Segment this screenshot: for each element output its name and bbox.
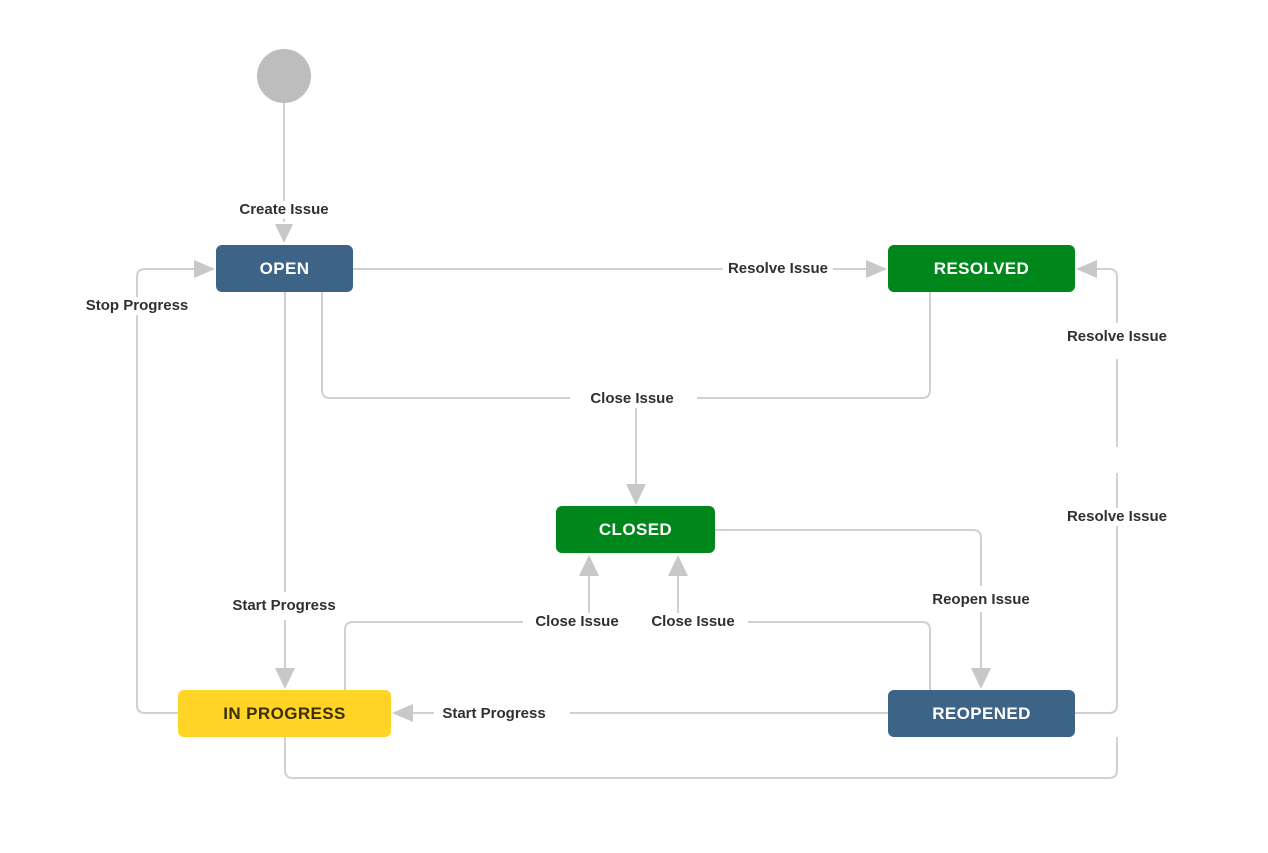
state-node-resolved-label: RESOLVED <box>933 258 1030 278</box>
state-node-open-label: OPEN <box>259 258 310 278</box>
state-node-in-progress[interactable]: IN PROGRESS <box>178 690 391 737</box>
edge-label-resolve-issue-reopened: Resolve Issue <box>1061 328 1173 346</box>
edge-label-reopen-issue: Reopen Issue <box>927 591 1035 609</box>
edge-reopen-issue[interactable] <box>715 529 982 668</box>
edge-label-stop-progress: Stop Progress <box>80 297 194 315</box>
arrowhead-start-progress-open <box>275 668 295 689</box>
edge-stop-progress[interactable] <box>136 268 194 714</box>
edge-resolve-issue-bottom-rail[interactable] <box>284 737 1118 779</box>
edge-label-close-issue-reopened: Close Issue <box>646 613 740 631</box>
edge-label-open-resolve-issue: Resolve Issue <box>722 260 834 278</box>
state-node-open[interactable]: OPEN <box>216 245 353 292</box>
edge-resolve-issue-right-rail[interactable] <box>1075 268 1118 714</box>
start-circle[interactable] <box>257 49 311 103</box>
edge-label-start-progress-reopened: Start Progress <box>437 705 551 723</box>
arrowhead-close-issue-bus <box>626 484 646 505</box>
arrowhead-open-resolve-issue <box>866 260 887 278</box>
arrowhead-close-issue-reopened <box>668 555 688 576</box>
edge-close-issue-reopened[interactable] <box>748 621 931 690</box>
arrowhead-reopen-issue <box>971 668 991 689</box>
edge-close-issue-inprogress[interactable] <box>344 621 523 690</box>
state-node-resolved[interactable]: RESOLVED <box>888 245 1075 292</box>
arrowhead-create-issue <box>275 224 293 243</box>
state-node-closed[interactable]: CLOSED <box>556 506 715 553</box>
edge-label-create-issue: Create Issue <box>234 201 334 219</box>
arrowhead-start-progress-reopened <box>392 704 413 722</box>
edge-label-start-progress-open: Start Progress <box>227 597 341 615</box>
state-node-closed-label: CLOSED <box>598 519 673 539</box>
arrowhead-stop-progress <box>194 260 215 278</box>
arrowhead-resolve-issue-right-rail <box>1076 260 1097 278</box>
edge-label-close-issue-bus: Close Issue <box>585 390 679 408</box>
arrowhead-close-issue-inprogress <box>579 555 599 576</box>
edge-label-close-issue-inprogress: Close Issue <box>530 613 624 631</box>
edge-close-issue-from-resolved[interactable] <box>697 292 931 399</box>
edge-label-resolve-issue-inprogress: Resolve Issue <box>1061 508 1173 526</box>
state-node-reopened-label: REOPENED <box>932 703 1031 723</box>
state-node-in-progress-label: IN PROGRESS <box>223 703 346 723</box>
edge-close-issue-from-open[interactable] <box>321 292 570 399</box>
state-node-reopened[interactable]: REOPENED <box>888 690 1075 737</box>
